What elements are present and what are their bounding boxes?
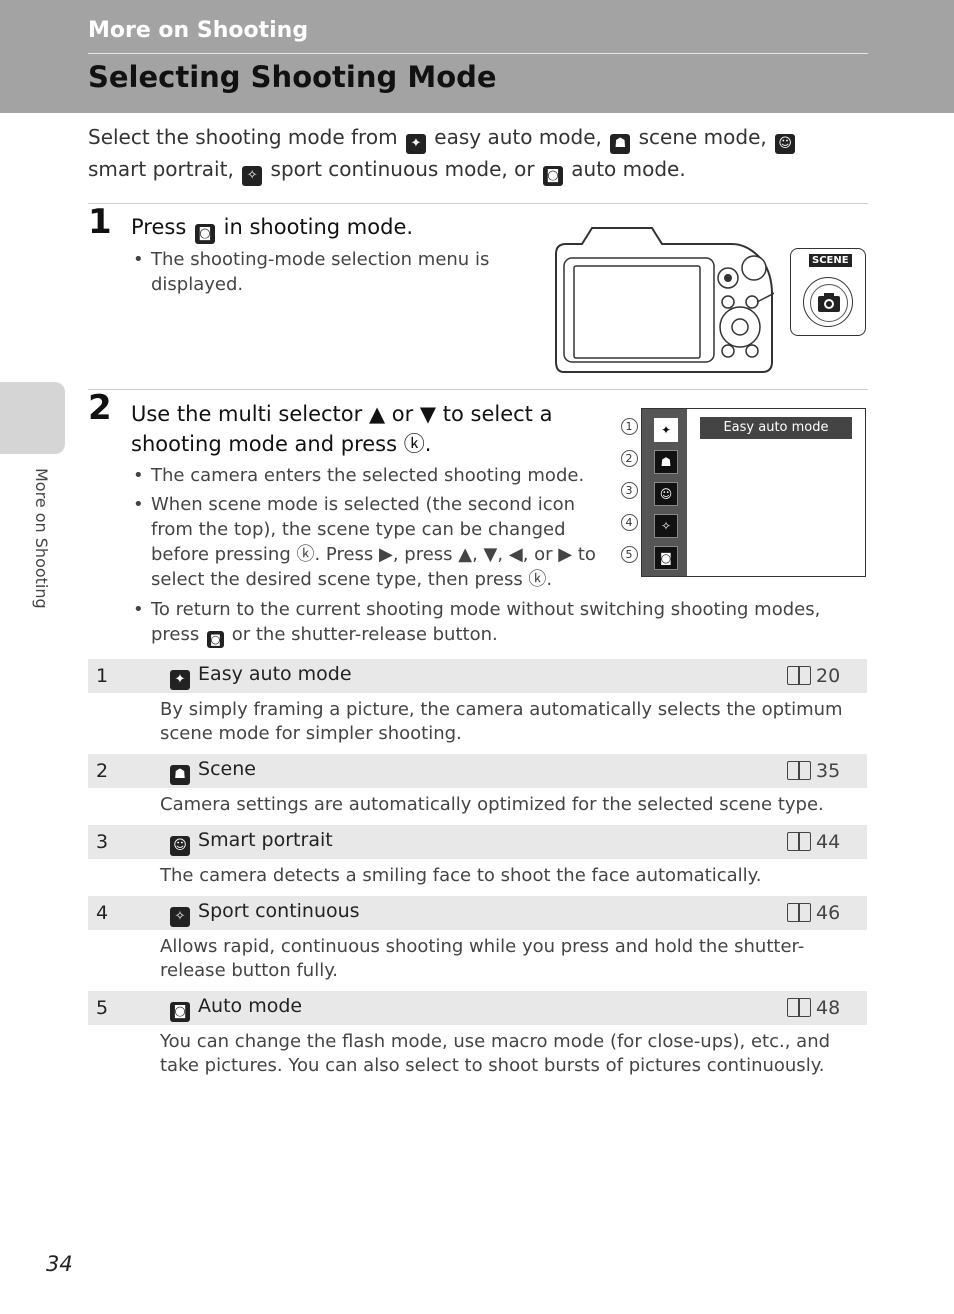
step-2-number: 2 (88, 388, 112, 428)
step-1-heading: Press ◙ in shooting mode. (131, 212, 413, 244)
step-1-bullets: The shooting-mode selection menu is disp… (131, 247, 491, 301)
easy-auto-icon: ✦ (170, 669, 190, 690)
auto-mode-icon: ◙ (207, 631, 224, 648)
intro-paragraph: Select the shooting mode from ✦ easy aut… (88, 122, 858, 186)
mode-number: 3 (96, 831, 109, 853)
easy-auto-icon: ✦ (405, 134, 426, 154)
step-2-bullet: To return to the current shooting mode w… (131, 597, 871, 648)
mode-number: 1 (96, 665, 109, 687)
bullet-text: or the shutter-release button. (231, 624, 498, 645)
mode-description: The camera detects a smiling face to sho… (160, 865, 762, 886)
page-number: 34 (46, 1252, 73, 1276)
mode-title: ✧ Sport continuous (168, 900, 787, 927)
book-icon (787, 903, 811, 922)
section-title: More on Shooting (88, 18, 309, 43)
intro-text: scene mode, (638, 125, 767, 149)
auto-mode-icon: ◙ (194, 224, 215, 244)
page-reference: 35 (787, 760, 867, 782)
menu-callout-numbers: 1 2 3 4 5 (620, 418, 638, 578)
intro-text: easy auto mode, (434, 125, 602, 149)
auto-mode-icon: ◙ (542, 166, 563, 186)
callout-number: 1 (620, 418, 638, 450)
mode-number: 5 (96, 997, 109, 1019)
page-reference: 48 (787, 997, 867, 1019)
step-1-heading-text: Press (131, 215, 187, 239)
callout-number: 5 (620, 546, 638, 578)
camera-back-illustration (555, 227, 774, 373)
page-reference: 20 (787, 665, 867, 687)
mode-title: ☗ Scene (168, 758, 787, 785)
callout-number: 4 (620, 514, 638, 546)
header-divider (88, 53, 868, 54)
book-icon (787, 761, 811, 780)
table-row: 1 ✦ Easy auto mode 20 (88, 659, 867, 693)
book-icon (787, 998, 811, 1017)
scene-icon: ☗ (610, 134, 631, 154)
scene-icon: ☗ (654, 450, 678, 474)
mode-description: By simply framing a picture, the camera … (160, 699, 843, 744)
sport-continuous-icon: ✧ (170, 906, 190, 927)
mode-title: ◙ Auto mode (168, 995, 787, 1022)
bullet-text: To return to the current shooting mode w… (151, 599, 821, 645)
camera-icon (810, 284, 848, 322)
book-icon (787, 666, 811, 685)
page-reference: 46 (787, 902, 867, 924)
easy-auto-icon: ✦ (654, 418, 678, 442)
table-row: 3 ☺ Smart portrait 44 (88, 825, 867, 859)
table-row: 2 ☗ Scene 35 (88, 754, 867, 788)
step-1-number: 1 (88, 202, 112, 242)
divider (88, 203, 868, 204)
intro-text: smart portrait, (88, 157, 234, 181)
step-2-return-bullet: To return to the current shooting mode w… (131, 597, 871, 652)
shooting-mode-button (803, 277, 853, 327)
mode-description: Camera settings are automatically optimi… (160, 794, 824, 815)
table-row: 4 ✧ Sport continuous 46 (88, 896, 867, 930)
page-reference: 44 (787, 831, 867, 853)
smart-portrait-icon: ☺ (654, 482, 678, 506)
callout-number: 2 (620, 450, 638, 482)
step-2-bullet: When scene mode is selected (the second … (131, 492, 601, 592)
table-row: 5 ◙ Auto mode 48 (88, 991, 867, 1025)
step-1-bullet: The shooting-mode selection menu is disp… (131, 247, 491, 297)
step-1-heading-text: in shooting mode. (223, 215, 414, 239)
scene-icon: ☗ (170, 764, 190, 785)
side-tab-label: More on Shooting (32, 468, 51, 609)
mode-description: You can change the flash mode, use macro… (160, 1031, 831, 1076)
mode-selection-screen: ✦ ☗ ☺ ✧ ◙ Easy auto mode (641, 408, 866, 577)
smart-portrait-icon: ☺ (170, 835, 190, 856)
scene-label: SCENE (809, 254, 852, 267)
menu-icon-column: ✦ ☗ ☺ ✧ ◙ (642, 409, 687, 576)
sport-continuous-icon: ✧ (654, 514, 678, 538)
section-side-tab (0, 382, 65, 454)
callout-number: 3 (620, 482, 638, 514)
mode-title: ☺ Smart portrait (168, 829, 787, 856)
mode-number: 2 (96, 760, 109, 782)
mode-number: 4 (96, 902, 109, 924)
smart-portrait-icon: ☺ (775, 134, 796, 154)
intro-text: auto mode. (571, 157, 686, 181)
divider (88, 389, 868, 390)
page-title: Selecting Shooting Mode (88, 60, 497, 94)
mode-table: 1 ✦ Easy auto mode 20 By simply framing … (88, 659, 867, 1086)
sport-continuous-icon: ✧ (242, 166, 263, 186)
menu-selected-label: Easy auto mode (700, 417, 852, 439)
book-icon (787, 832, 811, 851)
auto-mode-icon: ◙ (170, 1001, 190, 1022)
intro-text: Select the shooting mode from (88, 125, 398, 149)
mode-description: Allows rapid, continuous shooting while … (160, 936, 805, 981)
step-2-bullets: The camera enters the selected shooting … (131, 463, 601, 596)
page-header: More on Shooting Selecting Shooting Mode (0, 0, 954, 113)
step-2-heading: Use the multi selector ▲ or ▼ to select … (131, 402, 553, 456)
mode-button-callout: SCENE (790, 248, 866, 336)
auto-mode-icon: ◙ (654, 546, 678, 570)
intro-text: sport continuous mode, or (270, 157, 535, 181)
step-2-bullet: The camera enters the selected shooting … (131, 463, 601, 488)
mode-title: ✦ Easy auto mode (168, 663, 787, 690)
